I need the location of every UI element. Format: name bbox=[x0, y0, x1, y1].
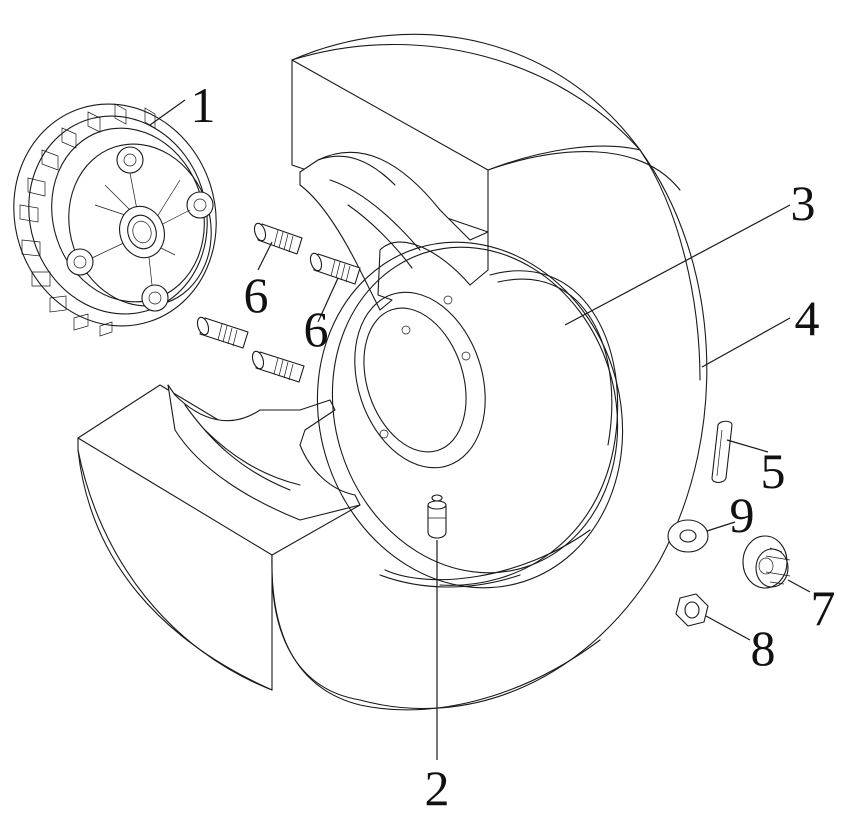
callouts: 1 2 3 4 5 6 6 7 8 9 bbox=[191, 77, 836, 816]
callout-6b: 6 bbox=[304, 301, 329, 357]
hub bbox=[13, 103, 217, 337]
stud bbox=[196, 316, 249, 349]
callout-5: 5 bbox=[761, 443, 786, 499]
callout-8: 8 bbox=[751, 620, 776, 676]
valve bbox=[427, 494, 447, 539]
callout-3: 3 bbox=[791, 175, 816, 231]
studs bbox=[196, 222, 361, 383]
stud bbox=[251, 350, 305, 383]
leader-lines bbox=[149, 99, 811, 760]
washer bbox=[667, 519, 709, 553]
callout-9: 9 bbox=[730, 487, 755, 543]
callout-1: 1 bbox=[191, 77, 216, 133]
callout-2: 2 bbox=[425, 760, 450, 816]
cotter-pin bbox=[711, 420, 733, 484]
rim bbox=[167, 151, 624, 589]
castle-nut bbox=[742, 535, 791, 589]
callout-7: 7 bbox=[811, 580, 836, 636]
lug-nut bbox=[675, 593, 709, 627]
stud bbox=[253, 222, 303, 255]
stud bbox=[309, 252, 361, 285]
callout-6a: 6 bbox=[244, 267, 269, 323]
callout-4: 4 bbox=[795, 290, 820, 346]
